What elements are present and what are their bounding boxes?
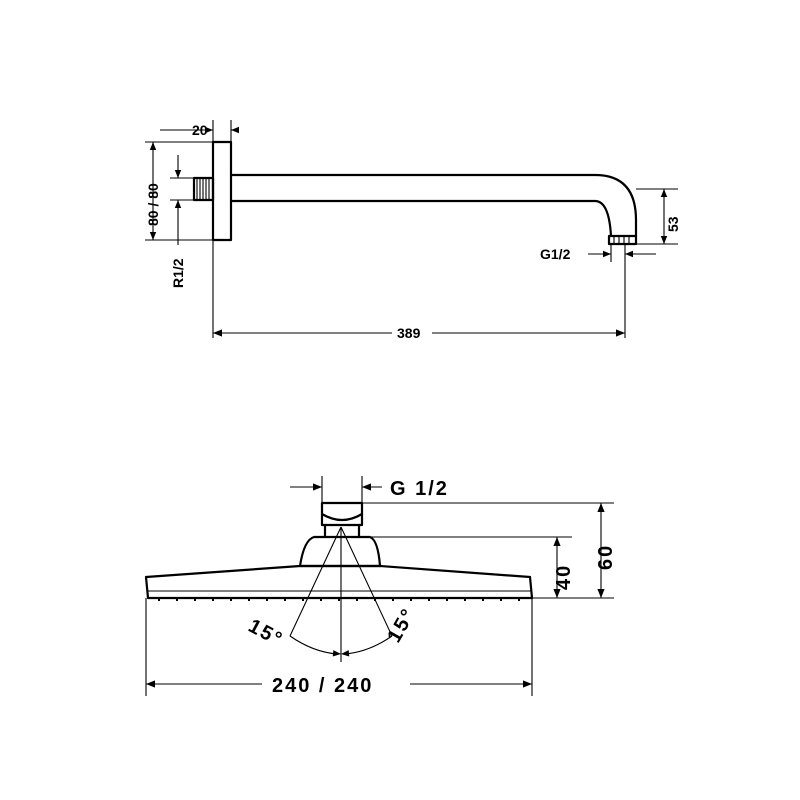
dim-inlet-thread: G 1/2 [290,476,449,503]
spray-angle-lines: 15° 15° [245,526,420,662]
spray-angle-left-label: 15° [245,615,287,651]
dim-wall-thread: R1/2 [170,155,194,288]
head-plate [144,564,534,600]
dim-total-height: 60 [362,502,617,598]
shower-head-view: 15° 15° G 1/2 40 60 [144,476,617,697]
dim-label-arm-drop: 53 [665,216,681,232]
dim-label-outlet-thread: G1/2 [540,246,571,262]
dim-arm-drop: 53 [636,188,681,245]
dim-plate-thickness: 20 [160,120,239,142]
dim-label-arm-length: 389 [397,325,421,341]
dim-label-plate-thickness: 20 [192,122,208,138]
dim-arm-length: 389 [212,240,625,341]
dim-label-wall-thread: R1/2 [170,258,186,288]
dim-label-inlet-thread: G 1/2 [390,478,449,500]
dim-plate-size: 80 / 80 [145,141,213,241]
dim-outlet-thread: G1/2 [540,244,656,338]
shower-arm-view: 20 80 / 80 R1/2 53 [145,120,681,341]
dim-label-body-height: 40 [553,564,575,590]
dim-label-head-width: 240 / 240 [272,675,373,697]
head-body [298,535,382,568]
wall-thread-nipple [192,176,215,202]
dim-label-plate-size: 80 / 80 [145,183,161,226]
head-neck [323,523,361,539]
outlet-connector [607,234,638,246]
dim-head-width: 240 / 240 [145,598,533,697]
wall-plate [211,140,233,242]
dim-body-height: 40 [362,536,614,599]
arm-tube [229,173,638,238]
dim-label-total-height: 60 [595,544,617,570]
inlet-nut [320,501,364,527]
spray-angle-right-label: 15° [383,604,420,646]
